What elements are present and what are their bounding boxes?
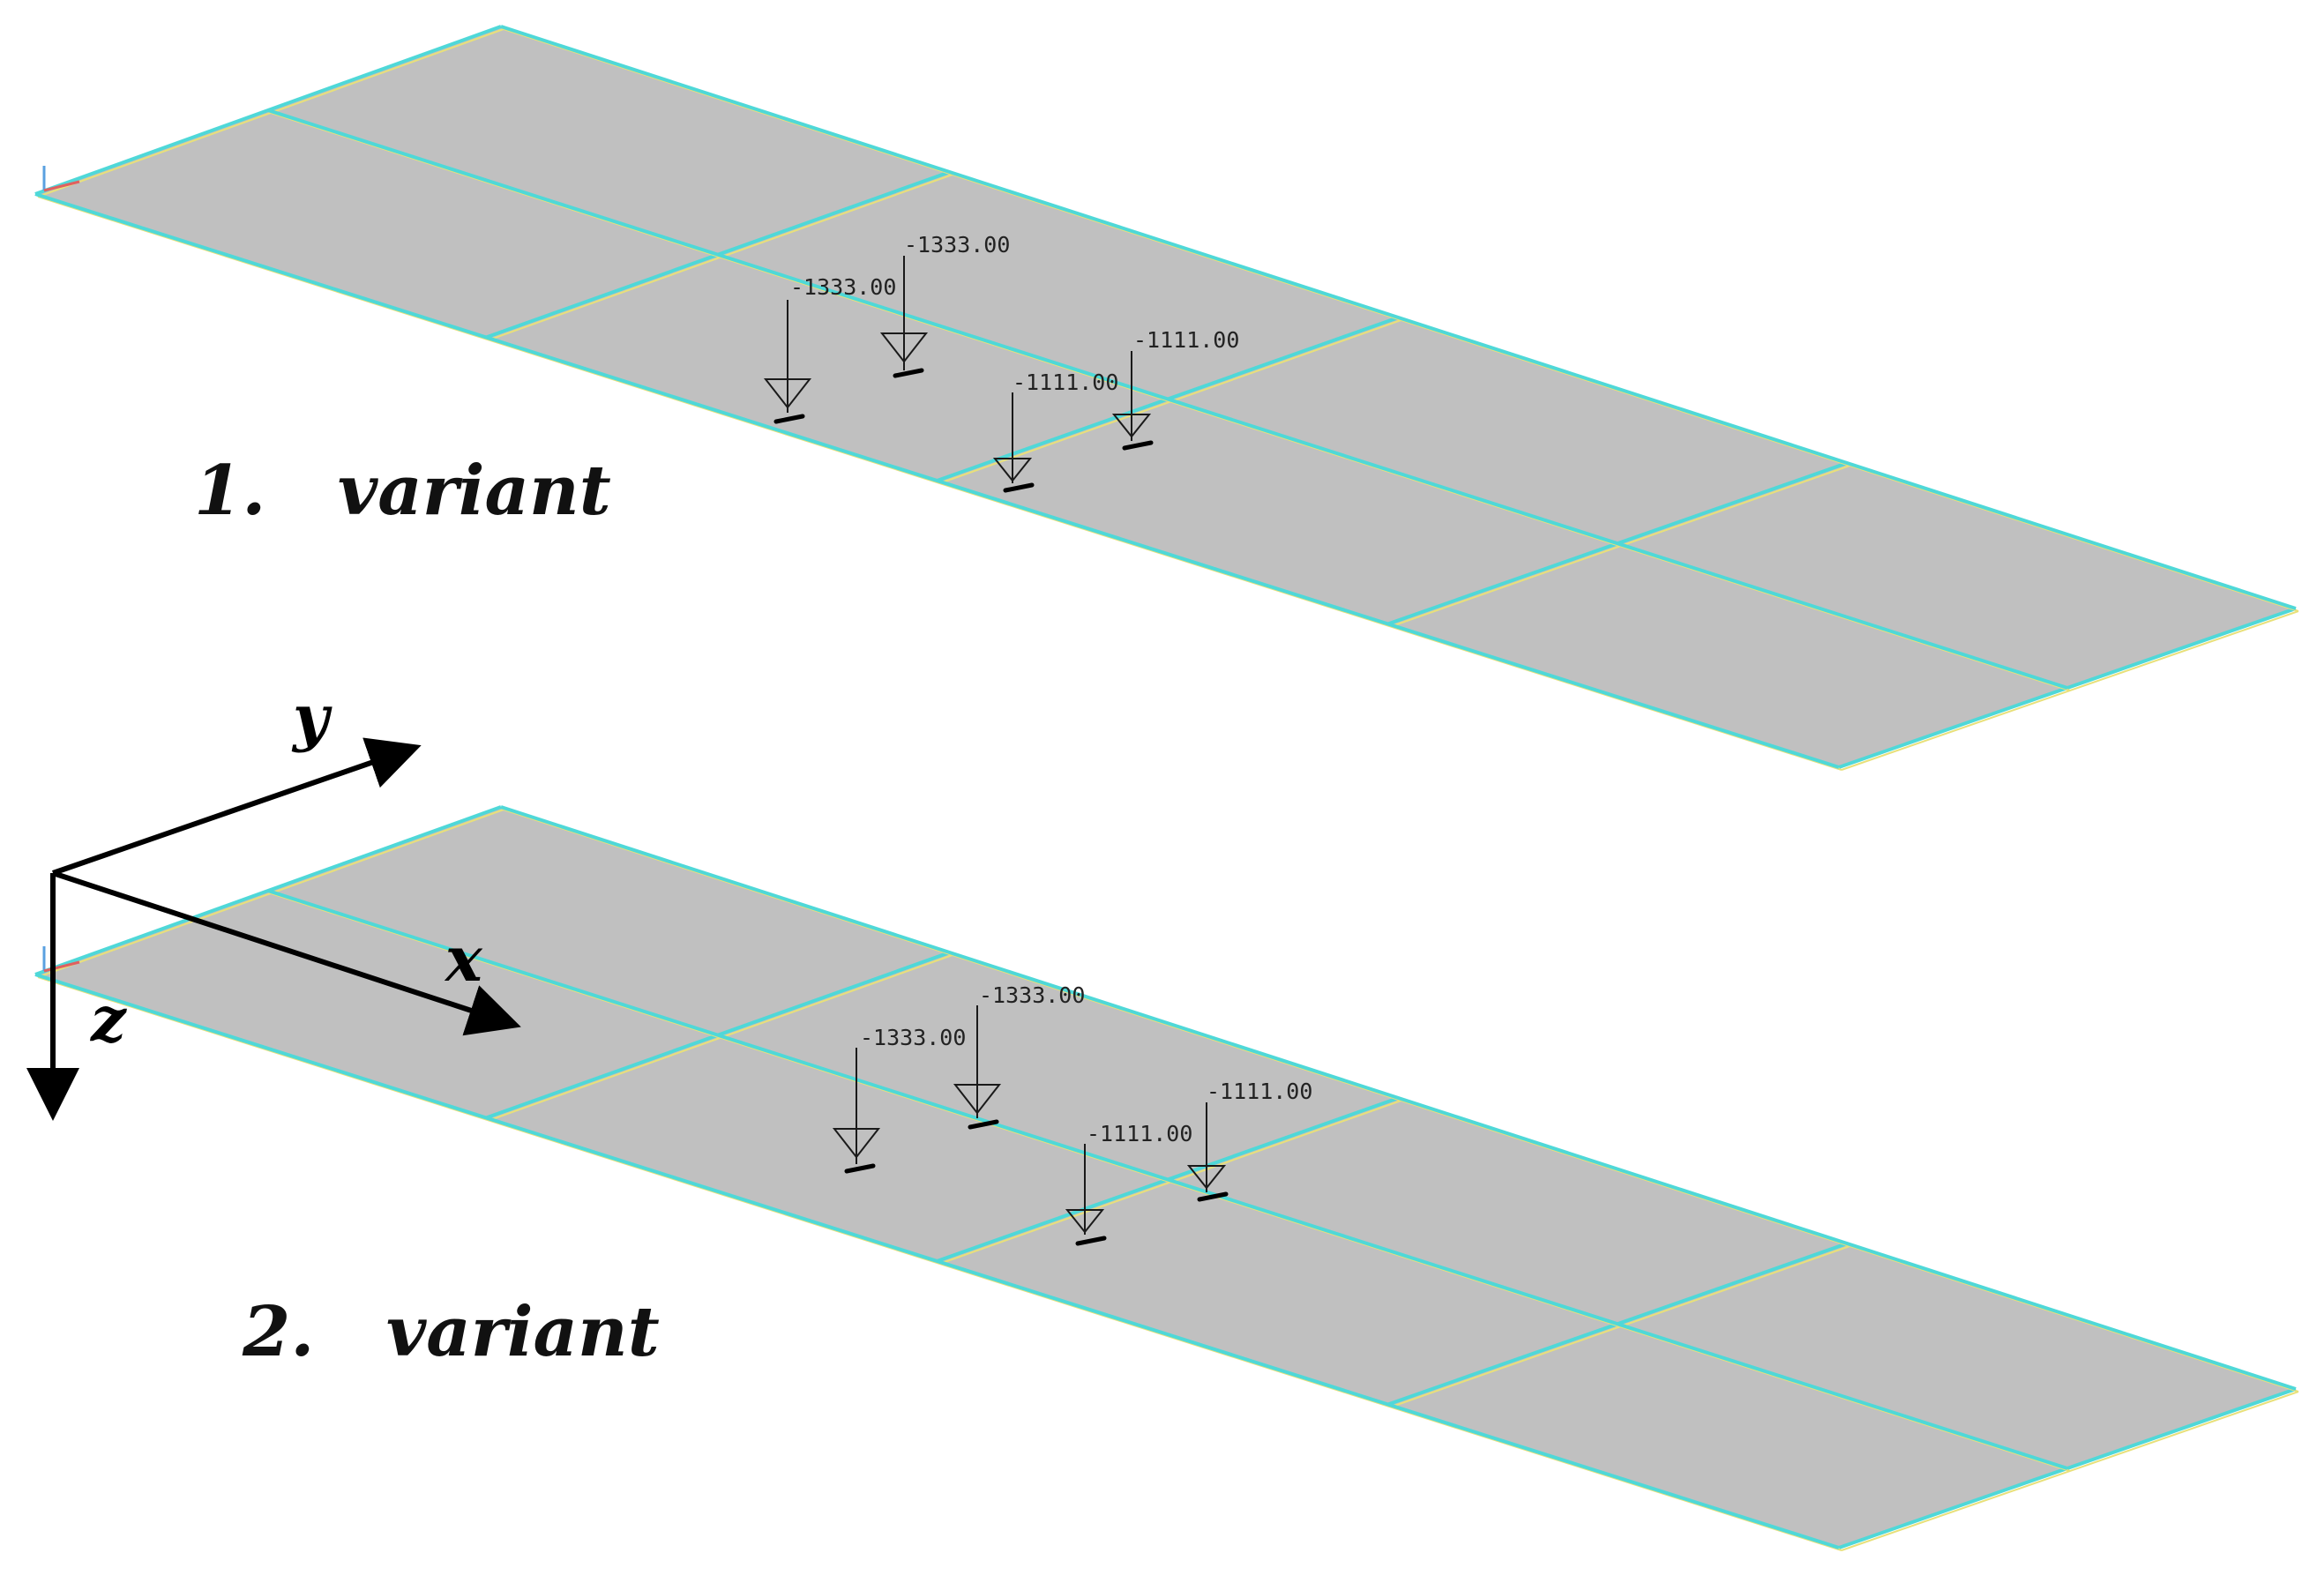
y-axis-label: y [291, 681, 333, 754]
mesh-longitudinal-line [34, 973, 1840, 1549]
variant-1-load-1-value: -1333.00 [790, 274, 896, 300]
coordinate-axes: y x z [26, 681, 521, 1121]
variant-1-load-4-value: -1111.00 [1133, 327, 1239, 353]
mesh-longitudinal-line [267, 889, 2068, 1470]
variant-1-load-3: -1111.00 [992, 370, 1118, 493]
variant-2-load-2: -1333.00 [953, 982, 1085, 1130]
z-axis-label: z [89, 982, 127, 1056]
variant-1-load-2: -1333.00 [879, 232, 1010, 378]
variant-2-load-1-value: -1333.00 [860, 1025, 966, 1050]
variant-1-load-3-value: -1111.00 [1013, 370, 1118, 395]
variant-2-label: 2. variant [242, 1292, 660, 1372]
mesh-longitudinal-line [500, 805, 2297, 1391]
variant-2-load-3: -1111.00 [1065, 1121, 1192, 1246]
variant-1-origin-marker [42, 166, 80, 192]
variant-2-load-4: -1111.00 [1186, 1079, 1312, 1202]
x-axis-arrow [52, 870, 521, 1036]
mesh-longitudinal-line [267, 108, 2068, 690]
y-axis-arrow [52, 737, 422, 876]
variant-2-origin-marker [42, 946, 80, 973]
variant-1-load-1: -1333.00 [763, 274, 896, 424]
variant-2-load-3-value: -1111.00 [1087, 1121, 1192, 1146]
mesh-longitudinal-line [34, 192, 1840, 769]
variant-1-load-4: -1111.00 [1111, 327, 1239, 451]
variant-1-model: -1333.00 -1333.00 -1111.00 -1111.00 1. v… [34, 25, 2299, 771]
x-axis-label: x [444, 922, 483, 996]
variant-2-mesh [34, 805, 2299, 1551]
variant-1-load-2-value: -1333.00 [904, 232, 1010, 258]
variant-2-load-4-value: -1111.00 [1207, 1079, 1312, 1104]
variant-1-label: 1. variant [194, 451, 611, 531]
variant-2-load-1: -1333.00 [832, 1025, 966, 1174]
variant-1-mesh [34, 25, 2299, 771]
mesh-longitudinal-line [500, 25, 2297, 610]
variant-2-load-2-value: -1333.00 [979, 982, 1085, 1008]
variant-2-model: -1333.00 -1333.00 -1111.00 -1111.00 2. v… [34, 805, 2299, 1551]
